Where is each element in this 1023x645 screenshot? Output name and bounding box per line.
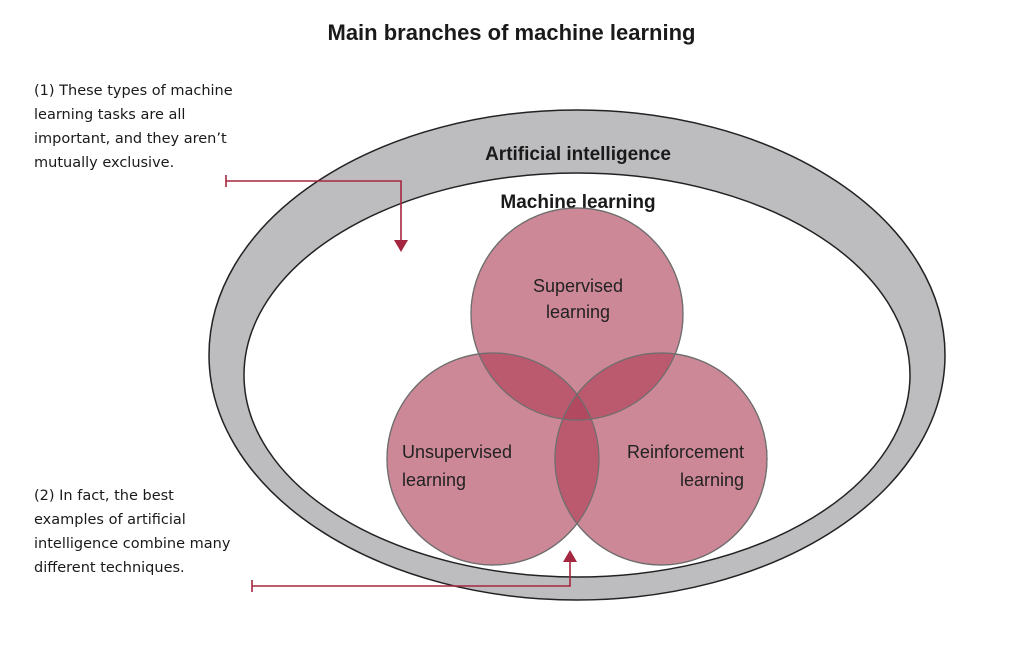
unsupervised-outline (386, 352, 600, 566)
ml-label: Machine learning (500, 192, 655, 213)
annotation-1: (1) These types of machine learning task… (34, 83, 233, 171)
annotation-2: (2) In fact, the best examples of artifi… (34, 488, 231, 576)
annotation-2-arrow (251, 562, 571, 592)
annotation-1-arrowhead (394, 240, 408, 252)
overlap-supervised-reinforcement (555, 353, 683, 420)
annotation-1-arrow (225, 175, 402, 240)
overlap-supervised-unsupervised (471, 353, 599, 420)
supervised-label-line1: Supervised (533, 276, 623, 296)
supervised-label-line2: learning (546, 302, 610, 322)
unsupervised-label-line1: Unsupervised (402, 442, 512, 462)
reinforcement-label-line2: learning (680, 470, 744, 490)
reinforcement-label-line1: Reinforcement (627, 442, 744, 462)
annotation-2-arrowhead (563, 550, 577, 562)
diagram-title: Main branches of machine learning (327, 20, 696, 45)
ai-label: Artificial intelligence (485, 144, 671, 165)
reinforcement-outline (554, 352, 768, 566)
unsupervised-label-line2: learning (402, 470, 466, 490)
supervised-outline (470, 207, 684, 421)
